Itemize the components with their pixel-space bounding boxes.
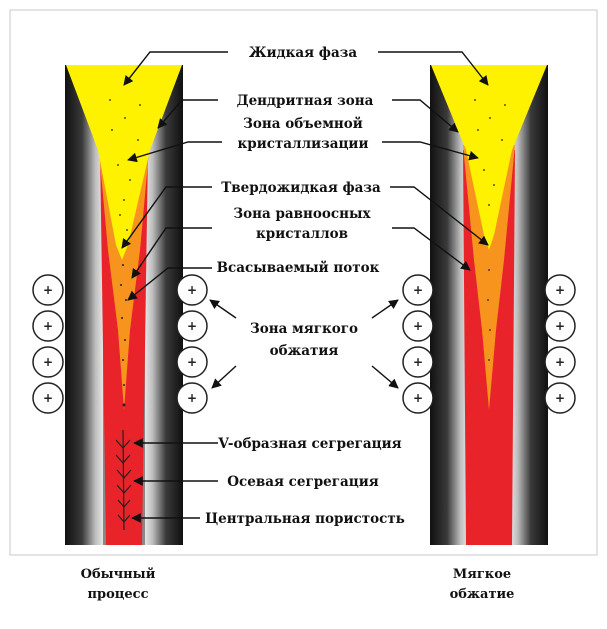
caption-right-2: обжатие (450, 587, 515, 602)
roller (402, 382, 434, 414)
label-v-segregation: V-образная сегрегация (217, 436, 401, 452)
right-mushy-zone (463, 145, 515, 410)
roller-symbol: + (43, 391, 53, 405)
roller-symbol: + (187, 355, 197, 369)
label-volume-cryst-1: Зона объемной (243, 116, 363, 132)
roller-symbol: + (555, 355, 565, 369)
left-rollers: + + + + + + + + (32, 274, 208, 414)
roller (544, 382, 576, 414)
roller (402, 346, 434, 378)
roller (544, 310, 576, 342)
roller-symbol: + (413, 283, 423, 297)
label-liquid-phase: Жидкая фаза (249, 45, 357, 61)
label-equiaxed-1: Зона равноосных (233, 206, 371, 222)
left-strand (65, 65, 183, 545)
label-dendritic-zone: Дендритная зона (237, 93, 374, 109)
roller (176, 274, 208, 306)
label-volume-cryst-2: кристаллизации (238, 136, 369, 152)
right-rollers: + + + + + + + + (402, 274, 576, 414)
roller (176, 382, 208, 414)
label-central-porosity: Центральная пористость (205, 511, 405, 527)
roller-symbol: + (187, 391, 197, 405)
right-shell-left (430, 65, 468, 545)
roller-symbol: + (413, 355, 423, 369)
roller-symbol: + (43, 355, 53, 369)
roller (176, 310, 208, 342)
roller (544, 346, 576, 378)
frame-border (9, 9, 598, 556)
roller (402, 274, 434, 306)
roller-symbol: + (555, 319, 565, 333)
captions: Обычный процесс Мягкое обжатие (81, 567, 515, 602)
roller (32, 346, 64, 378)
roller-symbol: + (43, 319, 53, 333)
roller-symbol: + (43, 283, 53, 297)
label-soft-reduction-2: обжатия (270, 343, 339, 359)
roller-symbol: + (555, 391, 565, 405)
leader-lines (121, 51, 489, 523)
left-v-segregation (115, 429, 132, 531)
right-strand (430, 65, 548, 545)
label-axial-segregation: Осевая сегрегация (227, 474, 378, 490)
caption-right-1: Мягкое (453, 567, 511, 582)
roller (402, 310, 434, 342)
labels: Жидкая фаза Дендритная зона Зона объемно… (205, 45, 405, 527)
label-suction-flow: Всасываемый поток (217, 260, 380, 276)
roller (32, 310, 64, 342)
label-equiaxed-2: кристаллов (256, 226, 348, 242)
right-liquid-pool (431, 65, 547, 250)
roller-symbol: + (413, 319, 423, 333)
roller-symbol: + (555, 283, 565, 297)
right-shell-right (510, 65, 548, 545)
label-solid-liquid: Твердожидкая фаза (221, 180, 381, 196)
roller (32, 382, 64, 414)
roller-symbol: + (187, 283, 197, 297)
caption-left-2: процесс (88, 587, 149, 602)
right-crystals (474, 99, 506, 361)
roller (32, 274, 64, 306)
caption-left-1: Обычный (81, 567, 156, 582)
roller-symbol: + (187, 319, 197, 333)
roller (176, 346, 208, 378)
roller (544, 274, 576, 306)
roller-symbol: + (413, 391, 423, 405)
left-liquid-pool (66, 65, 182, 260)
label-soft-reduction-1: Зона мягкого (250, 321, 358, 337)
